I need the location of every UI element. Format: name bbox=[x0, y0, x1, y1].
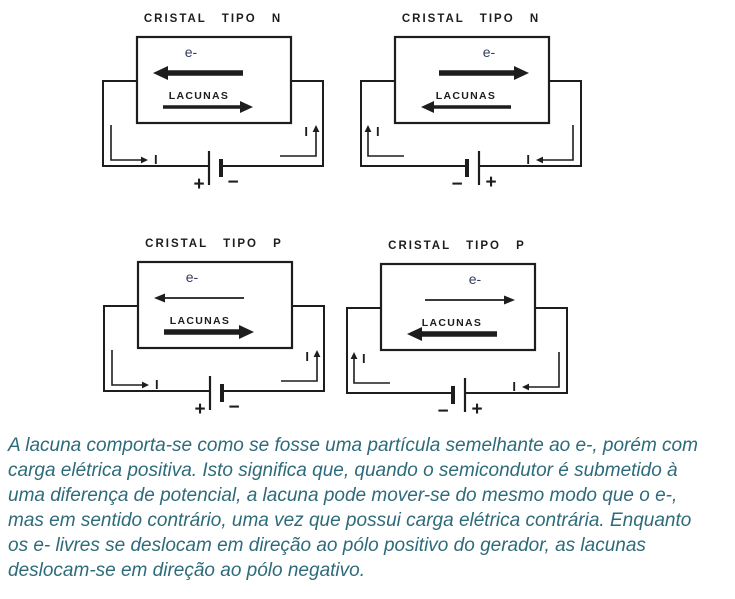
current-label-bottom: I bbox=[155, 377, 159, 392]
current-path-side bbox=[353, 359, 390, 384]
current-arrowhead-side bbox=[312, 125, 320, 132]
battery-right-sign: − bbox=[227, 172, 238, 193]
electron-label: e- bbox=[186, 269, 199, 285]
semiconductor-circuit-drawing: CRISTAL TIPO P − + e- LACUNAS I I bbox=[346, 240, 568, 422]
diagram-title: CRISTAL TIPO N bbox=[144, 13, 282, 25]
crystal-box bbox=[379, 262, 537, 352]
electron-label: e- bbox=[469, 271, 482, 287]
diagram-cristal-tipo-n-2: CRISTAL TIPO N − + e- LACUNAS I I bbox=[354, 0, 589, 200]
current-label-bottom: I bbox=[526, 152, 530, 167]
holes-arrow-head bbox=[421, 101, 434, 113]
semiconductor-circuit-drawing: CRISTAL TIPO N − + e- LACUNAS I I bbox=[360, 13, 582, 195]
battery-left-sign: − bbox=[437, 401, 448, 422]
battery-right-sign: + bbox=[471, 399, 482, 420]
current-path-side bbox=[281, 357, 318, 382]
circuit-wire bbox=[360, 80, 582, 167]
battery-left-sign: + bbox=[194, 399, 205, 420]
current-path-bottom bbox=[543, 125, 574, 161]
current-arrowhead-side bbox=[350, 352, 358, 359]
holes-arrow-head bbox=[240, 101, 253, 113]
diagram-cristal-tipo-p-2: CRISTAL TIPO P − + e- LACUNAS I I bbox=[340, 227, 575, 427]
current-label-side: I bbox=[305, 349, 309, 364]
electron-label: e- bbox=[483, 44, 496, 60]
holes-arrow-head bbox=[407, 327, 422, 341]
crystal-box bbox=[393, 35, 551, 125]
electron-arrow-head bbox=[514, 66, 529, 80]
battery-left-sign: + bbox=[193, 174, 204, 195]
battery-right-sign: − bbox=[228, 397, 239, 418]
current-path-bottom bbox=[111, 350, 142, 386]
semiconductor-circuit-drawing: CRISTAL TIPO N + − e- LACUNAS I I bbox=[102, 13, 324, 195]
battery-left-sign: − bbox=[451, 174, 462, 195]
current-arrowhead-bottom bbox=[536, 156, 543, 164]
crystal-box bbox=[135, 35, 293, 125]
circuit-wire bbox=[103, 305, 325, 392]
holes-label: LACUNAS bbox=[436, 90, 496, 102]
battery-right-sign: + bbox=[485, 172, 496, 193]
holes-label: LACUNAS bbox=[170, 315, 230, 327]
current-path-bottom bbox=[529, 352, 560, 388]
current-label-side: I bbox=[362, 351, 366, 366]
diagram-title: CRISTAL TIPO P bbox=[388, 240, 526, 252]
diagram-cristal-tipo-p-1: CRISTAL TIPO P + − e- LACUNAS I I bbox=[97, 225, 332, 425]
crystal-box bbox=[136, 260, 294, 350]
electron-arrow-head bbox=[504, 295, 515, 305]
current-path-side bbox=[367, 132, 404, 157]
electron-arrow-head bbox=[153, 66, 168, 80]
electron-label: e- bbox=[185, 44, 198, 60]
diagram-title: CRISTAL TIPO P bbox=[145, 238, 283, 250]
holes-label: LACUNAS bbox=[169, 90, 229, 102]
diagram-title: CRISTAL TIPO N bbox=[402, 13, 540, 25]
explanation-paragraph: A lacuna comporta-se como se fosse uma p… bbox=[8, 435, 698, 581]
current-label-bottom: I bbox=[512, 379, 516, 394]
circuit-wire bbox=[346, 307, 568, 394]
diagram-cristal-tipo-n-1: CRISTAL TIPO N + − e- LACUNAS I I bbox=[96, 0, 331, 200]
current-label-side: I bbox=[376, 124, 380, 139]
holes-arrow-head bbox=[239, 325, 254, 339]
current-arrowhead-side bbox=[364, 125, 372, 132]
holes-label: LACUNAS bbox=[422, 317, 482, 329]
current-arrowhead-bottom bbox=[142, 381, 149, 389]
current-label-side: I bbox=[304, 124, 308, 139]
current-arrowhead-bottom bbox=[522, 383, 529, 391]
current-arrowhead-bottom bbox=[141, 156, 148, 164]
semiconductor-circuit-drawing: CRISTAL TIPO P + − e- LACUNAS I I bbox=[103, 238, 325, 420]
current-arrowhead-side bbox=[313, 350, 321, 357]
current-path-bottom bbox=[110, 125, 141, 161]
circuit-wire bbox=[102, 80, 324, 167]
electron-arrow-head bbox=[154, 293, 165, 303]
current-label-bottom: I bbox=[154, 152, 158, 167]
current-path-side bbox=[280, 132, 317, 157]
